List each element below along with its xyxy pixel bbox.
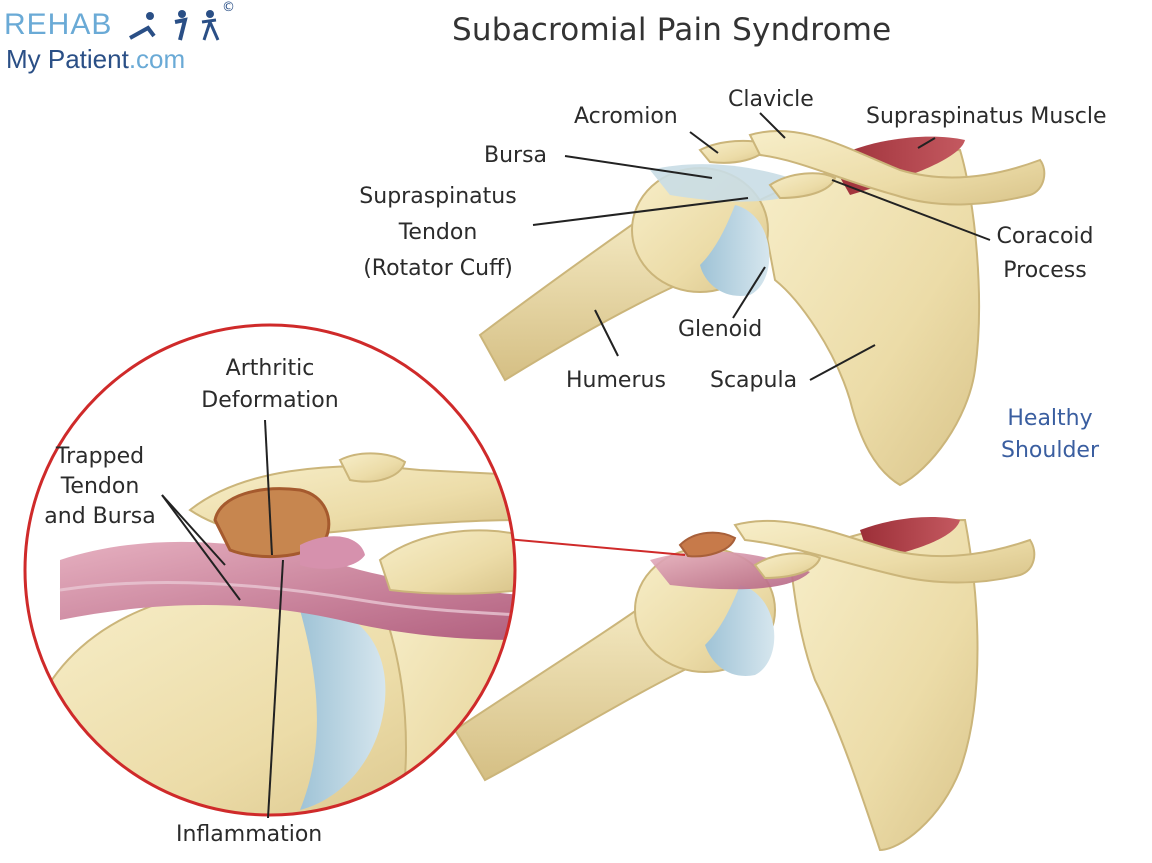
label-supraspinatus-muscle: Supraspinatus Muscle (866, 102, 1107, 132)
label-scapula: Scapula (710, 366, 797, 396)
impingement-shoulder-illustration (455, 517, 1034, 850)
label-arthritic-line1: Arthritic (180, 354, 360, 384)
logo-name: My Patient (6, 44, 129, 74)
zoom-connector-line (495, 538, 685, 555)
label-supraspinatus-tendon: Supraspinatus Tendon (Rotator Cuff) (338, 182, 538, 284)
label-healthy-line1: Healthy (995, 404, 1105, 434)
label-acromion: Acromion (574, 102, 678, 132)
label-glenoid: Glenoid (678, 315, 762, 345)
label-trapped-line1: Trapped (30, 442, 170, 472)
label-coracoid-process: Coracoid Process (990, 222, 1100, 286)
label-trapped-line2: Tendon (30, 472, 170, 502)
label-healthy-line2: Shoulder (995, 436, 1105, 466)
label-healthy-shoulder: Healthy Shoulder (995, 404, 1105, 466)
label-supraspinatus-tendon-line1: Supraspinatus (338, 182, 538, 212)
label-inflammation: Inflammation (176, 820, 322, 850)
label-supraspinatus-tendon-line2: Tendon (338, 218, 538, 248)
logo-figures-icon (120, 8, 225, 44)
logo-mypatient: My Patient.com (6, 44, 185, 75)
logo-domain: .com (129, 44, 185, 74)
label-arthritic-line2: Deformation (180, 386, 360, 416)
copyright-mark: © (222, 0, 235, 15)
diagram-title: Subacromial Pain Syndrome (452, 12, 891, 48)
label-arthritic-deformation: Arthritic Deformation (180, 354, 360, 416)
label-coracoid-line2: Process (990, 256, 1100, 286)
label-humerus: Humerus (566, 366, 666, 396)
label-coracoid-line1: Coracoid (990, 222, 1100, 252)
label-clavicle: Clavicle (728, 85, 814, 115)
label-trapped-line3: and Bursa (30, 502, 170, 532)
label-trapped-tendon-bursa: Trapped Tendon and Bursa (30, 442, 170, 532)
label-supraspinatus-tendon-line3: (Rotator Cuff) (338, 254, 538, 284)
logo-rehab: REHAB (4, 8, 112, 42)
label-bursa: Bursa (484, 141, 547, 171)
healthy-shoulder-illustration (480, 131, 1044, 485)
